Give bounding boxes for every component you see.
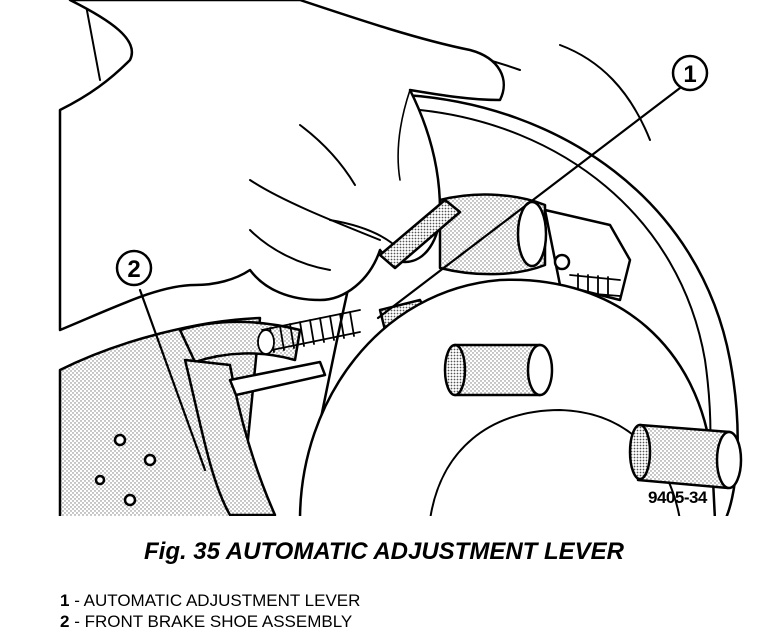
brake-illustration: 1 2 9405-34 <box>58 0 743 516</box>
adjustment-tool <box>378 198 462 270</box>
leader-line-1 <box>376 86 682 320</box>
adjuster-lever <box>228 360 327 397</box>
callout-2-number: 2 <box>127 256 140 283</box>
legend-item-number: 1 <box>60 591 70 610</box>
legend-item-2: 2 - FRONT BRAKE SHOE ASSEMBLY <box>60 611 360 632</box>
callout-1: 1 <box>671 54 709 92</box>
legend-item-1: 1 - AUTOMATIC ADJUSTMENT LEVER <box>60 590 360 611</box>
callout-1-number: 1 <box>683 61 696 88</box>
image-code: 9405-34 <box>648 488 708 507</box>
adjuster-spring-left <box>257 309 361 355</box>
legend-item-number: 2 <box>60 612 70 631</box>
wheel-stud-lower <box>628 423 743 490</box>
callout-2: 2 <box>115 249 153 287</box>
figure-caption: Fig. 35 AUTOMATIC ADJUSTMENT LEVER <box>143 538 625 565</box>
leader-line-2 <box>138 288 207 472</box>
legend-item-label: AUTOMATIC ADJUSTMENT LEVER <box>83 591 361 610</box>
legend-item-separator: - <box>69 591 84 610</box>
legend: 1 - AUTOMATIC ADJUSTMENT LEVER 2 - FRONT… <box>60 590 360 632</box>
brake-shoe-web <box>183 358 277 516</box>
legend-item-label: FRONT BRAKE SHOE ASSEMBLY <box>84 612 353 631</box>
wheel-cylinder <box>438 193 547 276</box>
legend-item-separator: - <box>69 612 85 631</box>
wheel-stud-upper <box>443 343 554 397</box>
